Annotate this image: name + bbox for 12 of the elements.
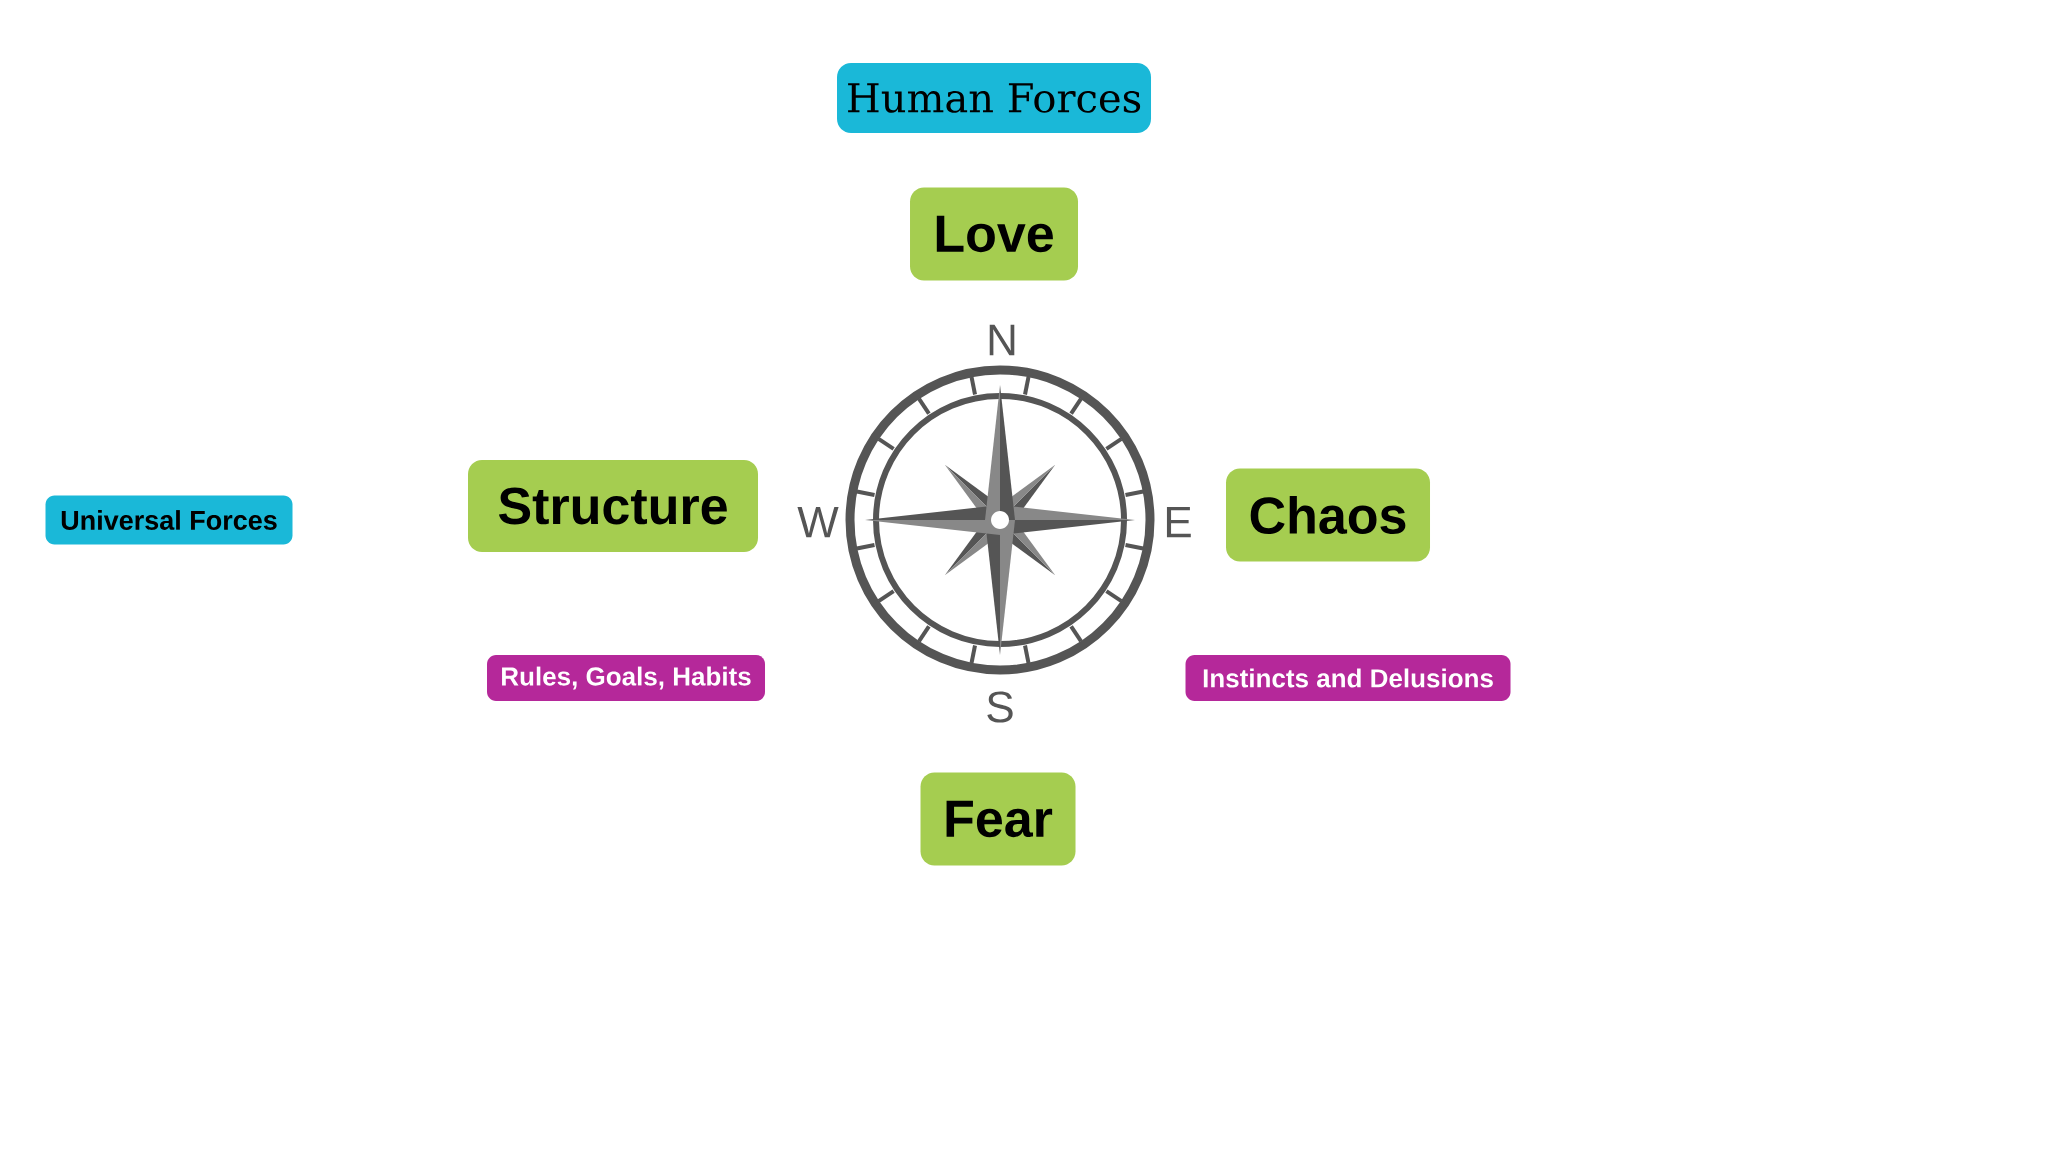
title-box: Human Forces — [837, 63, 1151, 133]
label-box: Fear — [920, 772, 1076, 866]
label-box: Love — [910, 187, 1078, 281]
compass-letter: W — [797, 506, 839, 538]
tag-box: Instincts and Delusions — [1185, 655, 1511, 701]
tag-box: Rules, Goals, Habits — [487, 655, 765, 701]
tag-box: Universal Forces — [45, 495, 293, 545]
compass-letter: E — [1166, 506, 1191, 538]
compass-letter: N — [989, 324, 1015, 356]
compass-letter: S — [987, 691, 1013, 723]
label-box: Structure — [468, 460, 758, 552]
label-box: Chaos — [1226, 468, 1430, 562]
